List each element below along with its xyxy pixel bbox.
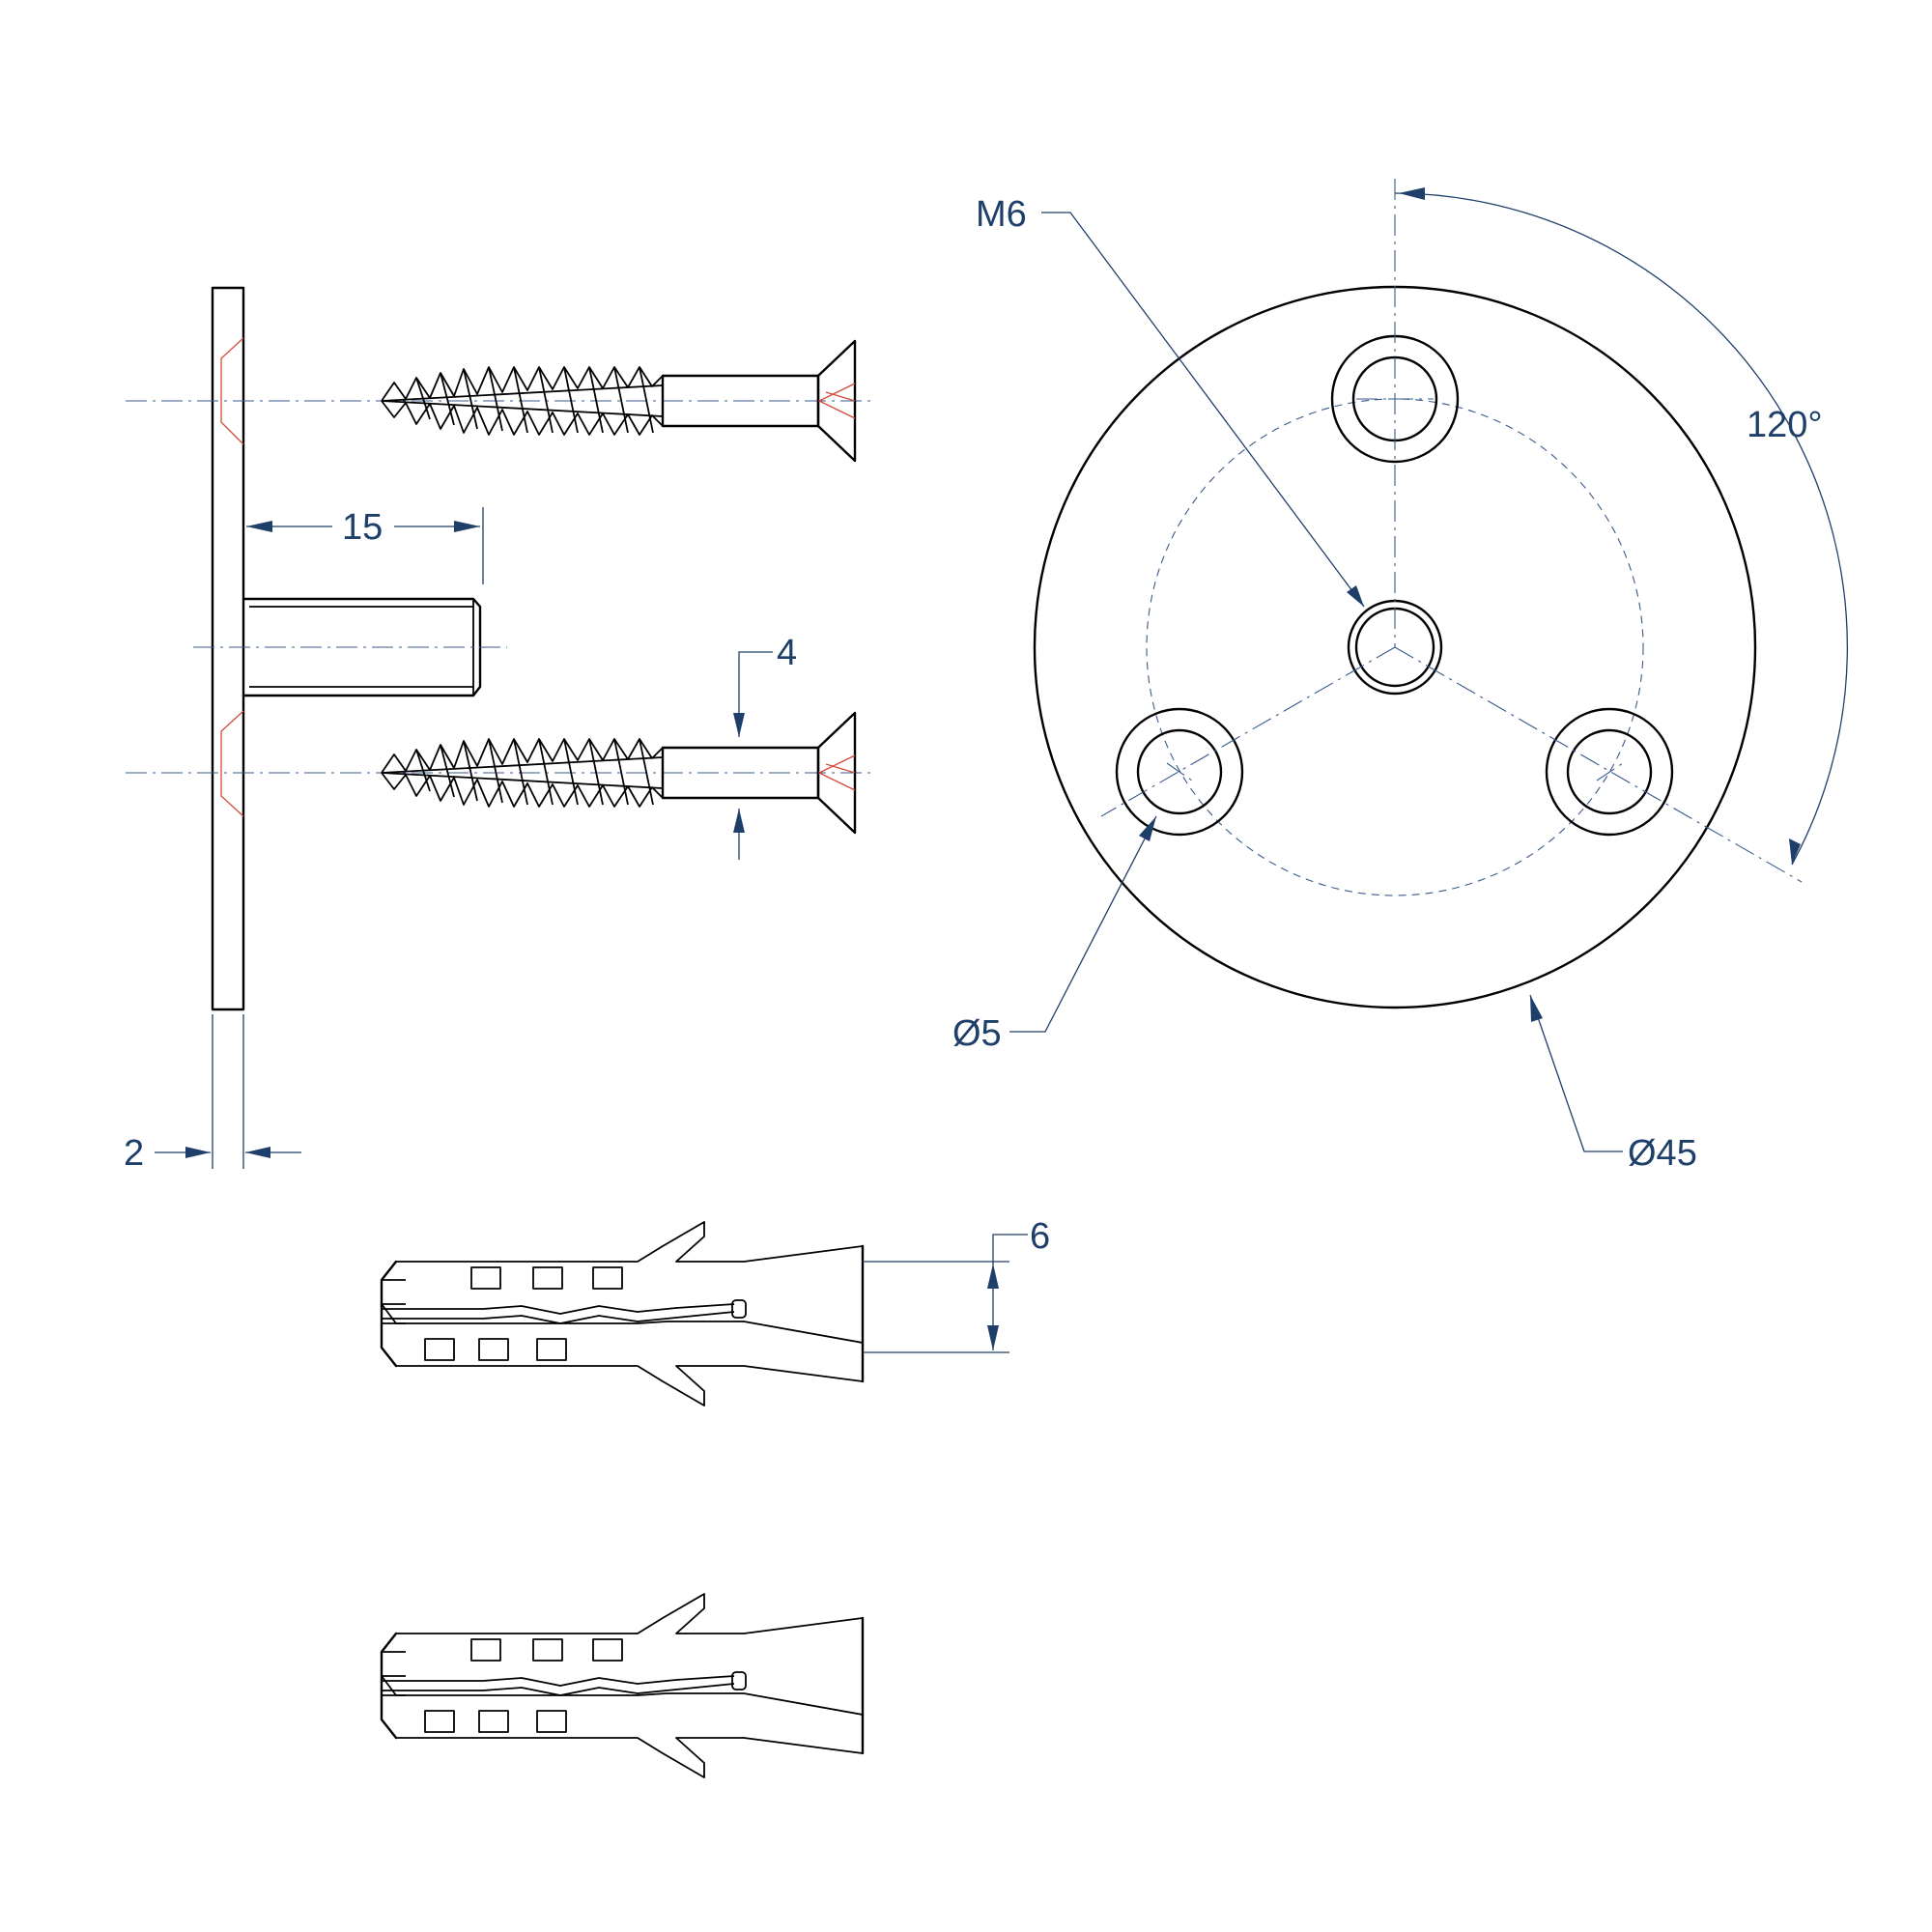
plate-diameter-label: Ø45 — [1628, 1133, 1697, 1174]
dim-hole-diameter: Ø5 — [952, 815, 1157, 1054]
plate-thickness-label: 2 — [124, 1133, 144, 1174]
stud-length-label: 15 — [342, 507, 383, 548]
wall-plug-top — [380, 1220, 865, 1407]
dim-plug-diameter: 6 — [863, 1216, 1050, 1353]
hole-right — [1566, 728, 1653, 815]
countersink-bottom-hidden — [220, 710, 244, 817]
front-view — [1033, 179, 1803, 1009]
dim-plate-diameter: Ø45 — [1529, 994, 1697, 1174]
dim-stud-length: 15 — [246, 507, 484, 584]
hole-right-counterbore — [1545, 707, 1674, 837]
dim-screw-shank: 4 — [733, 633, 797, 860]
hole-left — [1136, 728, 1223, 815]
side-view — [126, 286, 874, 1011]
thread-label: M6 — [976, 194, 1027, 235]
dim-angle: 120° — [1394, 187, 1849, 866]
dim-thread: M6 — [976, 194, 1365, 608]
wall-plug-bottom — [380, 1592, 865, 1779]
dim-plate-thickness: 2 — [124, 1014, 301, 1174]
base-plate — [211, 286, 245, 1011]
plug-diameter-label: 6 — [1030, 1216, 1050, 1257]
angle-label: 120° — [1747, 405, 1823, 445]
countersink-top-hidden — [220, 337, 244, 445]
hole-diameter-label: Ø5 — [952, 1013, 1002, 1054]
hole-left-counterbore — [1115, 707, 1244, 837]
screw-shank-label: 4 — [777, 633, 797, 673]
